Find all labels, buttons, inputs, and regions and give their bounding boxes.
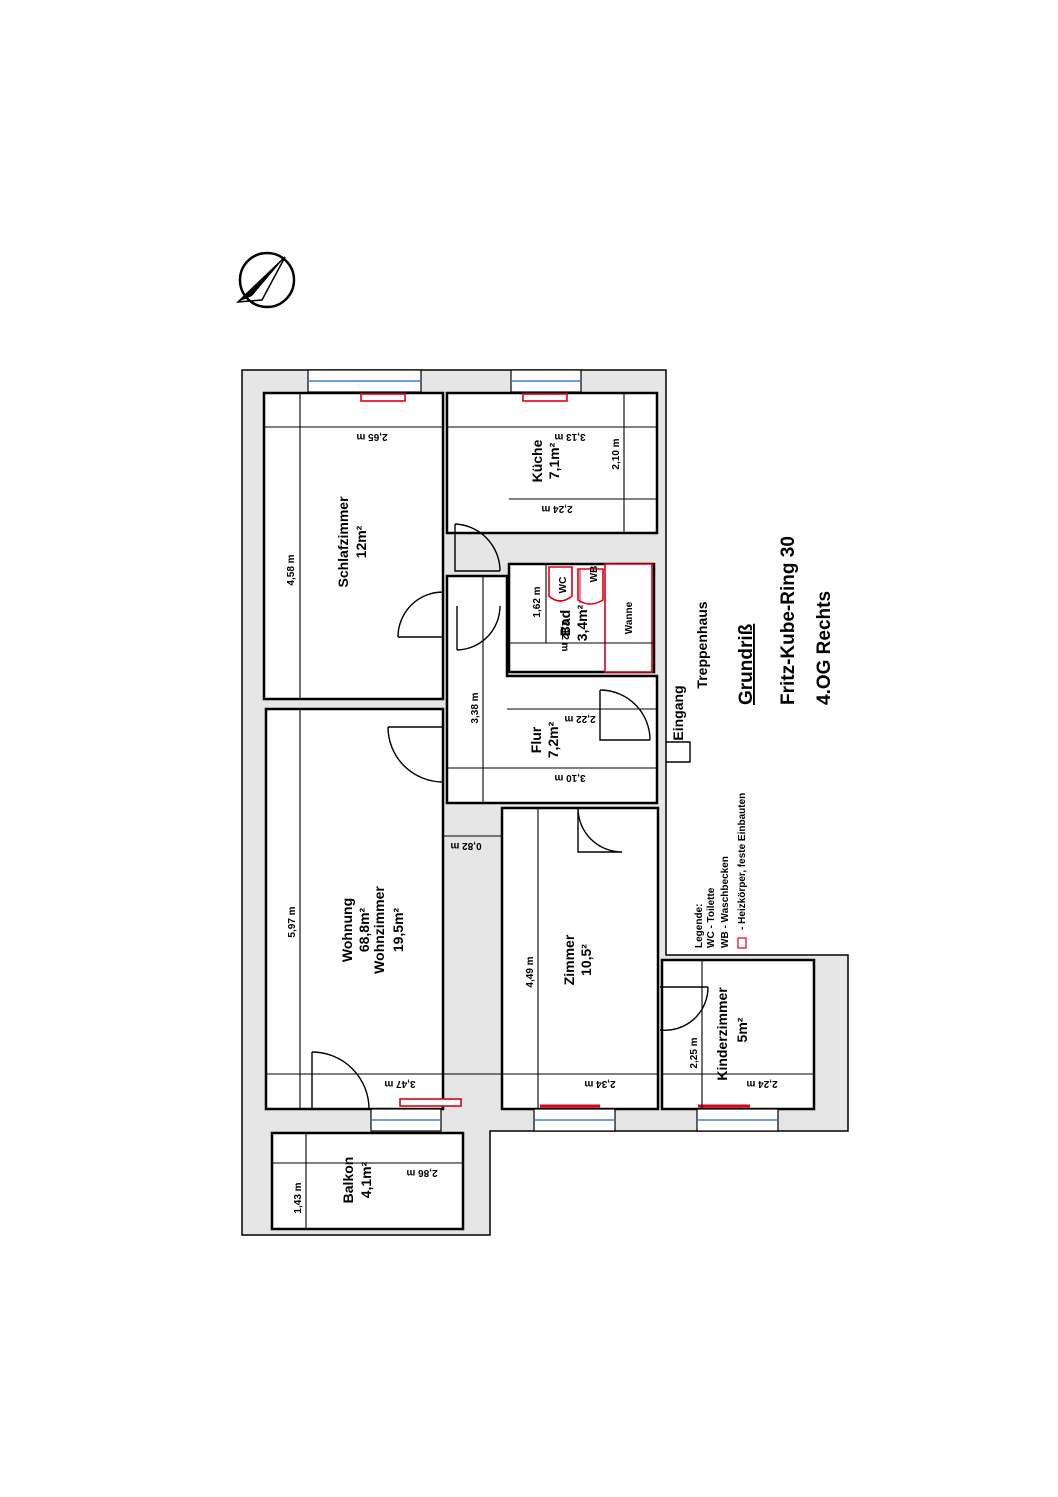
room-wohnzimmer: [264, 707, 445, 1111]
label-balkon-area: 4,1m²: [358, 1161, 374, 1198]
legend-heiz: - Heizkörper, feste Einbauten: [737, 793, 748, 930]
label-bad-area: 3,4m²: [574, 604, 590, 641]
label-wc: WC: [558, 577, 569, 594]
label-kueche-area: 7,1m²: [546, 442, 562, 479]
label-wohnung-area: 68,8m²: [356, 907, 372, 952]
room-kueche: [445, 391, 659, 535]
room-schlafzimmer: [262, 391, 445, 701]
label-wanne: Wanne: [624, 601, 635, 634]
label-balkon-name: Balkon: [340, 1157, 356, 1204]
label-treppenhaus: Treppenhaus: [694, 601, 710, 688]
dim-flur-h: 3,38 m: [470, 692, 481, 723]
dim-zimmer-h: 4,49 m: [525, 956, 536, 987]
dim-kueche-h: 2,10 m: [611, 438, 622, 469]
dim-bad-h: 1,62 m: [532, 586, 543, 617]
label-bad-name: Bad: [557, 610, 573, 636]
label-wohnzimmer-area: 19,5m²: [390, 907, 406, 952]
dim-flur-w1: 2,22 m: [564, 713, 595, 724]
label-kinderzimmer-area: 5m²: [734, 1017, 750, 1042]
windows: [307, 369, 779, 1132]
label-zimmer-area: 10,5²: [578, 944, 594, 976]
label-eingang: Eingang: [670, 685, 686, 740]
dimension-labels: 2,65 m 4,58 m 3,13 m 2,10 m 2,24 m 1,62 …: [286, 431, 778, 1214]
north-arrow-icon: [235, 251, 296, 309]
label-kinderzimmer-name: Kinderzimmer: [714, 987, 730, 1081]
dim-wohn-h: 5,97 m: [287, 906, 298, 937]
title-floor: 4.OG Rechts: [814, 591, 835, 705]
title-block: Grundriß Fritz-Kube-Ring 30 4.OG Rechts: [736, 536, 835, 705]
dim-kueche-w2: 2,24 m: [541, 503, 572, 514]
title-address: Fritz-Kube-Ring 30: [778, 536, 799, 705]
dim-kueche-w: 3,13 m: [554, 431, 585, 442]
dim-schlaf-w: 2,65 m: [356, 431, 387, 442]
room-flur: [445, 574, 659, 805]
legend-wc: WC - Toilette: [706, 887, 717, 948]
label-flur-name: Flur: [528, 726, 544, 753]
dim-kinder-h: 2,25 m: [689, 1037, 700, 1068]
legend-heater-icon: [737, 937, 747, 949]
dim-flur-w2: 3,10 m: [554, 772, 585, 783]
dim-kinder-w: 2,24 m: [746, 1078, 777, 1089]
label-schlafzimmer-name: Schlafzimmer: [335, 496, 351, 588]
label-wb: WB: [589, 566, 600, 583]
treppenhaus-area: [668, 373, 846, 953]
dim-wohn-w: 3,47 m: [384, 1078, 415, 1089]
dim-bad-w: 2,12 m: [559, 620, 570, 651]
dim-balkon-h: 1,43 m: [293, 1182, 304, 1213]
doors: [311, 523, 709, 1110]
bath-fixtures: [548, 563, 653, 673]
room-labels: Schlafzimmer 12m² Küche 7,1m² Bad 3,4m² …: [335, 439, 750, 1203]
room-balkon: [270, 1131, 465, 1231]
label-flur-area: 7,2m²: [545, 721, 561, 758]
dim-schlaf-h: 4,58 m: [286, 554, 297, 585]
dim-balkon-w: 2,86 m: [406, 1167, 437, 1178]
dim-zimmer-w: 2,34 m: [584, 1078, 615, 1089]
dimension-lines: [264, 393, 814, 1229]
legend-wb: WB - Waschbecken: [720, 856, 731, 948]
legend-title: Legende:: [694, 904, 705, 948]
title-heading: Grundriß: [736, 623, 757, 705]
label-wohnung: Wohnung: [339, 898, 355, 962]
label-kueche-name: Küche: [529, 439, 545, 482]
legend: Legende: WC - Toilette WB - Waschbecken …: [694, 793, 748, 949]
label-zimmer-name: Zimmer: [561, 934, 577, 985]
dim-gap: 0,82 m: [450, 840, 481, 851]
label-wohnzimmer-name: Wohnzimmer: [371, 886, 387, 974]
radiators: [360, 393, 750, 1108]
label-schlafzimmer-area: 12m²: [353, 525, 369, 558]
